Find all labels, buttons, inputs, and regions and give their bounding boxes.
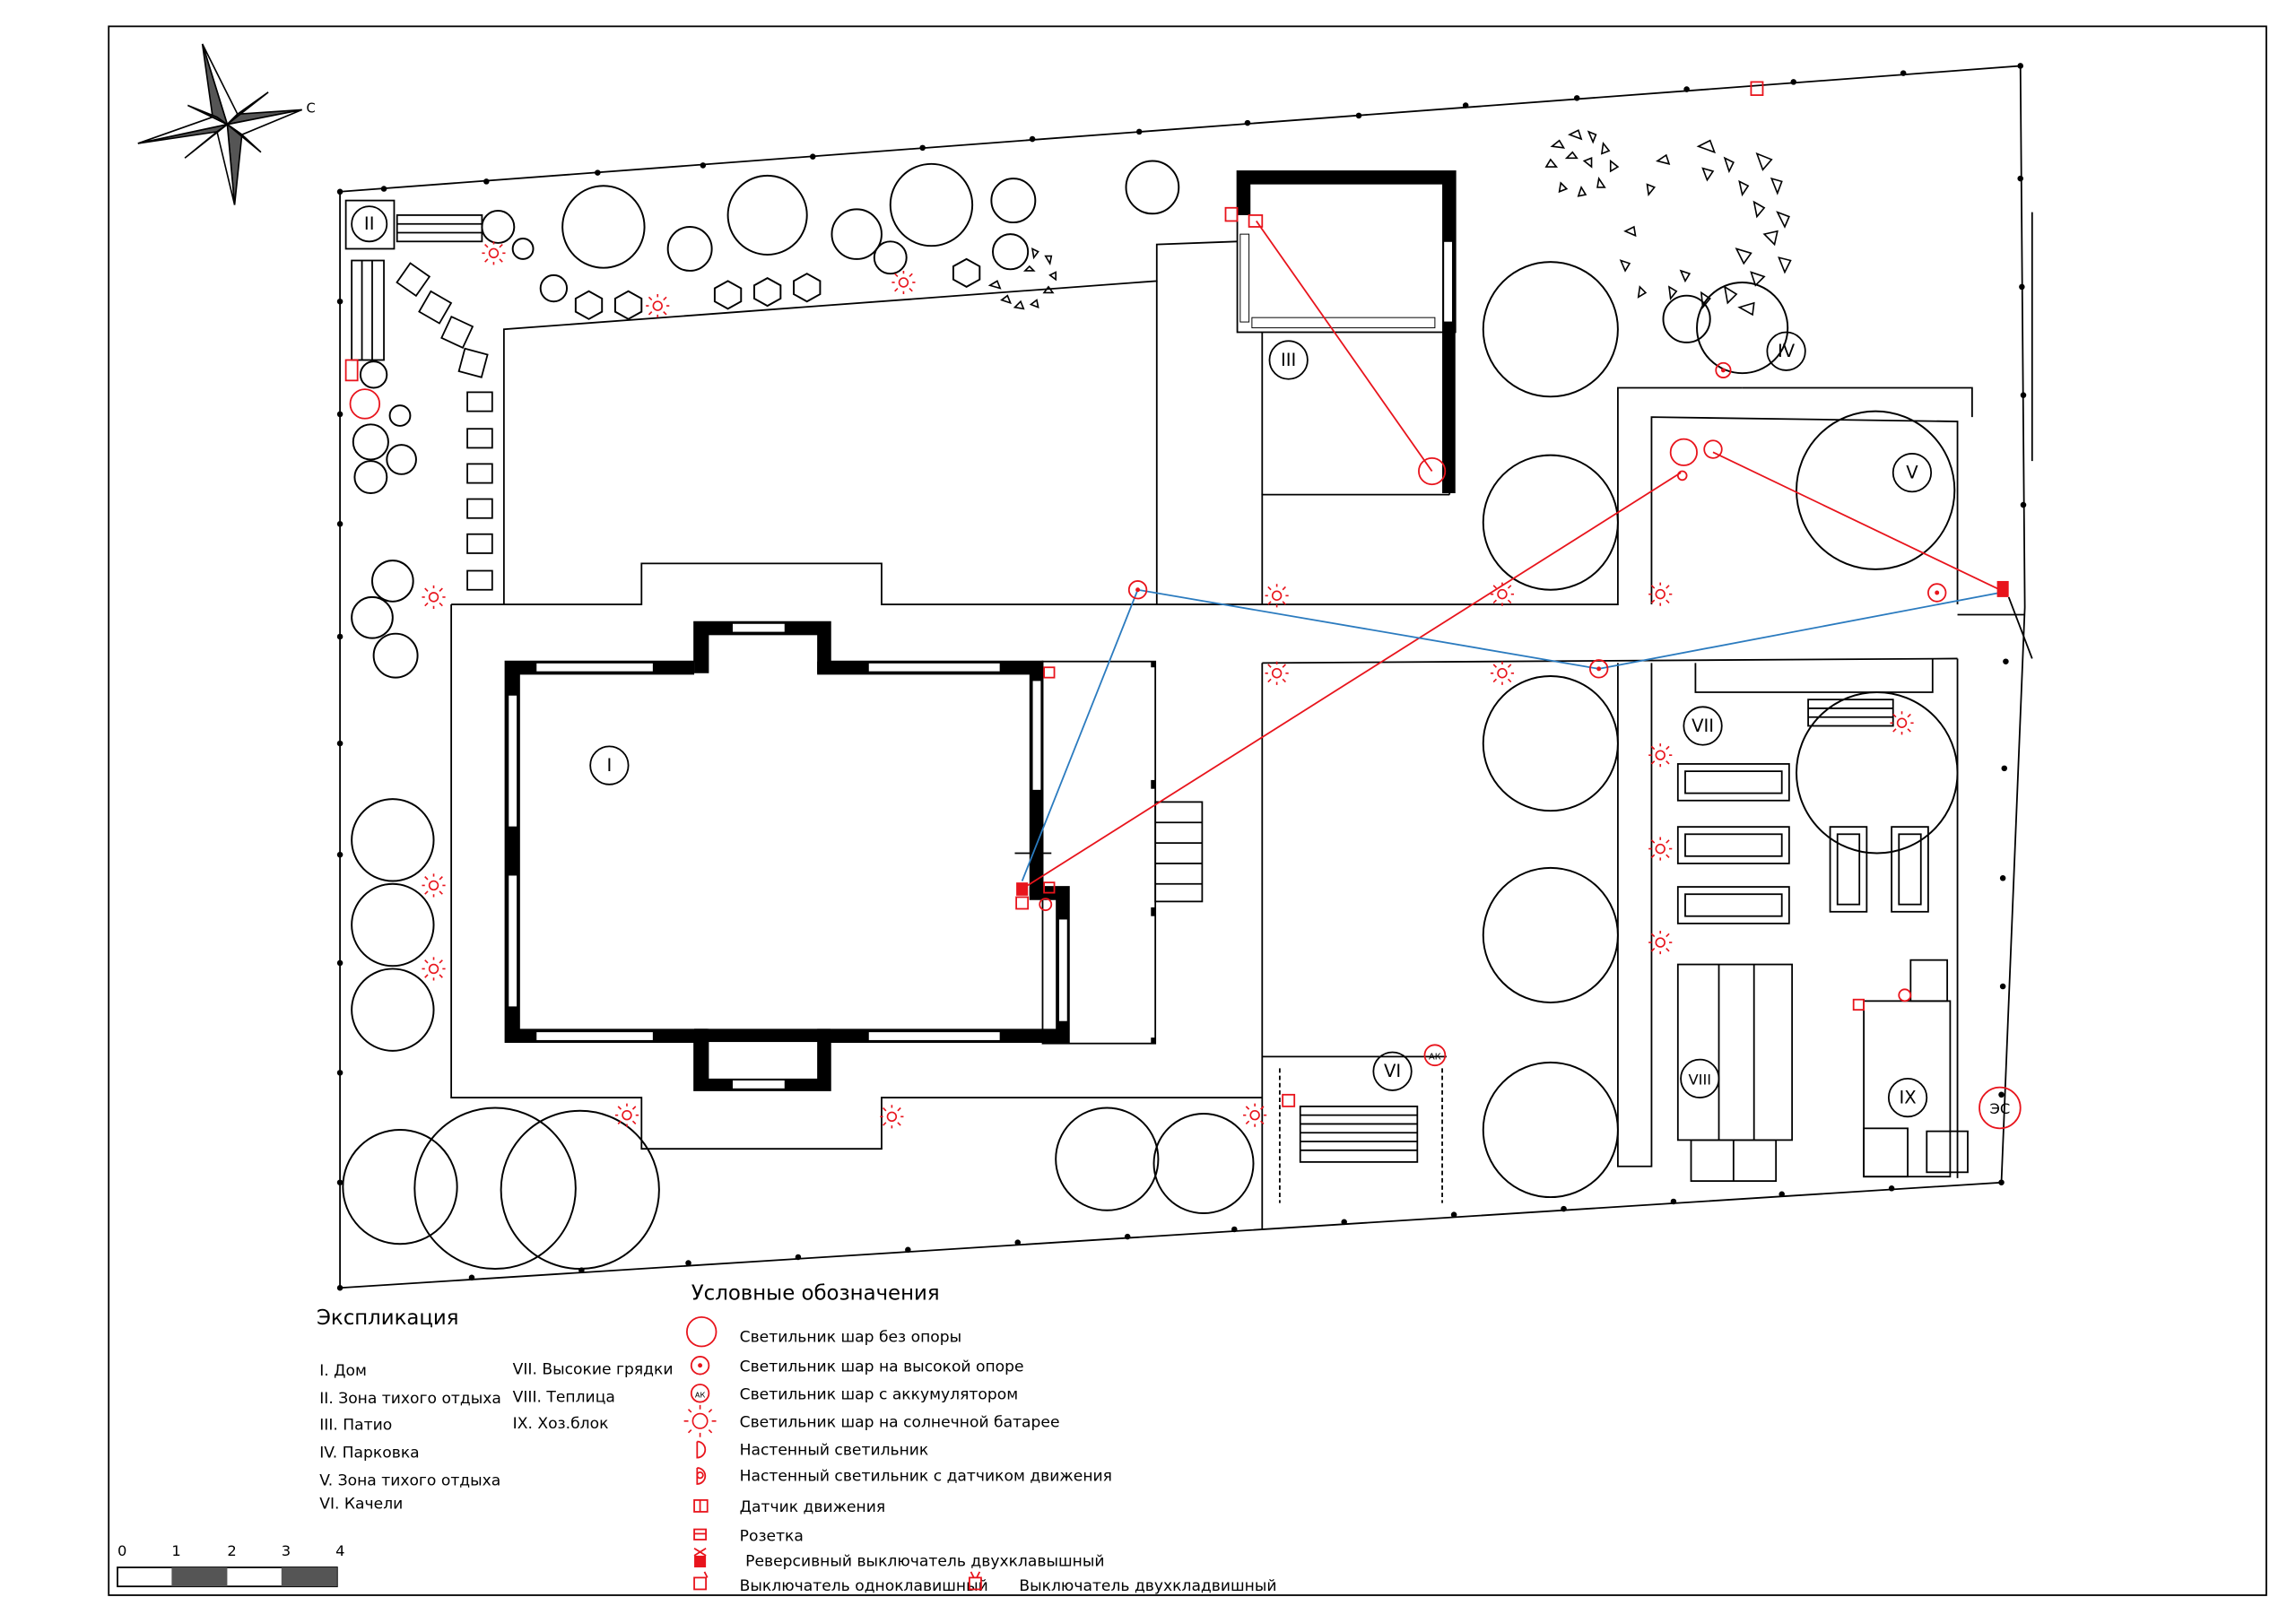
scale-tick: 0 bbox=[117, 1542, 126, 1559]
gate-leaf bbox=[2007, 596, 2033, 659]
zone-label-greenhouse: VIII bbox=[1689, 1071, 1712, 1088]
legend-item: Розетка bbox=[740, 1528, 804, 1546]
legend-item: Выключатель одноклавишный bbox=[740, 1577, 988, 1595]
explication-item: IX. Хоз.блок bbox=[513, 1415, 609, 1433]
path-south-edge bbox=[1262, 657, 1958, 664]
path-outline-house-bottom bbox=[450, 604, 1263, 1150]
zone-label-parking: IV bbox=[1778, 341, 1796, 361]
legend-item: Настенный светильник bbox=[740, 1441, 929, 1459]
rock-garden bbox=[987, 129, 1792, 317]
zone-label-rest-2: V bbox=[1906, 463, 1918, 483]
explication-item: II. Зона тихого отдыха bbox=[319, 1390, 501, 1408]
parking-top bbox=[1742, 386, 1973, 418]
legend-item: Реверсивный выключатель двухклавышный bbox=[745, 1552, 1104, 1570]
house bbox=[504, 621, 1204, 1091]
zone-label-patio: III bbox=[1281, 350, 1296, 370]
walkway-strip bbox=[1617, 663, 1653, 1167]
explication-item: IV. Парковка bbox=[319, 1445, 419, 1462]
path-outline-north bbox=[502, 240, 1238, 605]
zone-label-rest-1: II bbox=[364, 213, 375, 234]
compass-rose: С bbox=[137, 43, 316, 205]
legend-item: Выключатель двухкладвишный bbox=[1019, 1577, 1276, 1595]
legend-item: Настенный светильник с датчиком движения bbox=[740, 1468, 1112, 1486]
solar-lights bbox=[422, 241, 1914, 1129]
zone-label-shed: IX bbox=[1899, 1088, 1916, 1108]
legend-block: Условные обозначения Светильник шар без … bbox=[683, 1281, 1277, 1595]
trees-and-shrubs bbox=[342, 160, 1959, 1271]
explication-item: III. Патио bbox=[319, 1417, 392, 1435]
legend-item: Светильник шар с аккумулятором bbox=[740, 1385, 1019, 1403]
legend-item: Светильник шар на высокой опоре bbox=[740, 1358, 1024, 1376]
battery-light-badge: АК bbox=[1429, 1053, 1441, 1063]
property-boundary bbox=[339, 65, 2026, 1289]
legend-ak-mark: АК bbox=[695, 1391, 706, 1400]
explication-item: V. Зона тихого отдыха bbox=[319, 1472, 500, 1490]
legend-item: Светильник шар на солнечной батарее bbox=[740, 1413, 1060, 1431]
zone-label-beds: VII bbox=[1692, 716, 1714, 736]
scale-tick: 4 bbox=[335, 1542, 344, 1559]
explication-block: Экспликация I. Дом II. Зона тихого отдых… bbox=[317, 1306, 674, 1514]
zone-markers: I II III IV V VI VII VIII IX АК ЭС bbox=[351, 205, 2022, 1130]
north-letter: С bbox=[307, 101, 316, 117]
explication-item: VII. Высокие грядки bbox=[513, 1361, 674, 1379]
light-fixtures bbox=[344, 81, 2009, 1107]
path-parking-edge bbox=[1262, 386, 1743, 605]
explication-item: I. Дом bbox=[319, 1362, 367, 1380]
scale-bar: 0 1 2 3 4 bbox=[117, 1542, 345, 1588]
explication-title: Экспликация bbox=[317, 1306, 459, 1330]
legend-item: Датчик движения bbox=[740, 1498, 886, 1516]
beds-top bbox=[1694, 658, 1934, 693]
drawing-frame bbox=[108, 25, 2267, 1596]
legend-item: Светильник шар без опоры bbox=[740, 1329, 962, 1347]
scale-tick: 3 bbox=[282, 1542, 291, 1559]
scale-tick: 2 bbox=[227, 1542, 236, 1559]
lighting-lines bbox=[1020, 220, 2001, 891]
garden-structures bbox=[1278, 699, 1969, 1203]
explication-item: VIII. Теплица bbox=[513, 1389, 615, 1407]
explication-item: VI. Качели bbox=[319, 1496, 403, 1514]
legend-title: Условные обозначения bbox=[691, 1281, 940, 1305]
zone-v-outline bbox=[1650, 416, 1959, 605]
power-panel-badge: ЭС bbox=[1989, 1100, 2010, 1117]
rest-zone-furniture bbox=[344, 199, 493, 591]
scale-tick: 1 bbox=[171, 1542, 180, 1559]
fence-posts bbox=[336, 63, 2027, 1291]
patio-pergola bbox=[1236, 170, 1457, 495]
zone-label-swing: VI bbox=[1384, 1061, 1401, 1081]
path-outline-house-top bbox=[451, 493, 1450, 605]
zone-label-house: I bbox=[606, 755, 612, 776]
